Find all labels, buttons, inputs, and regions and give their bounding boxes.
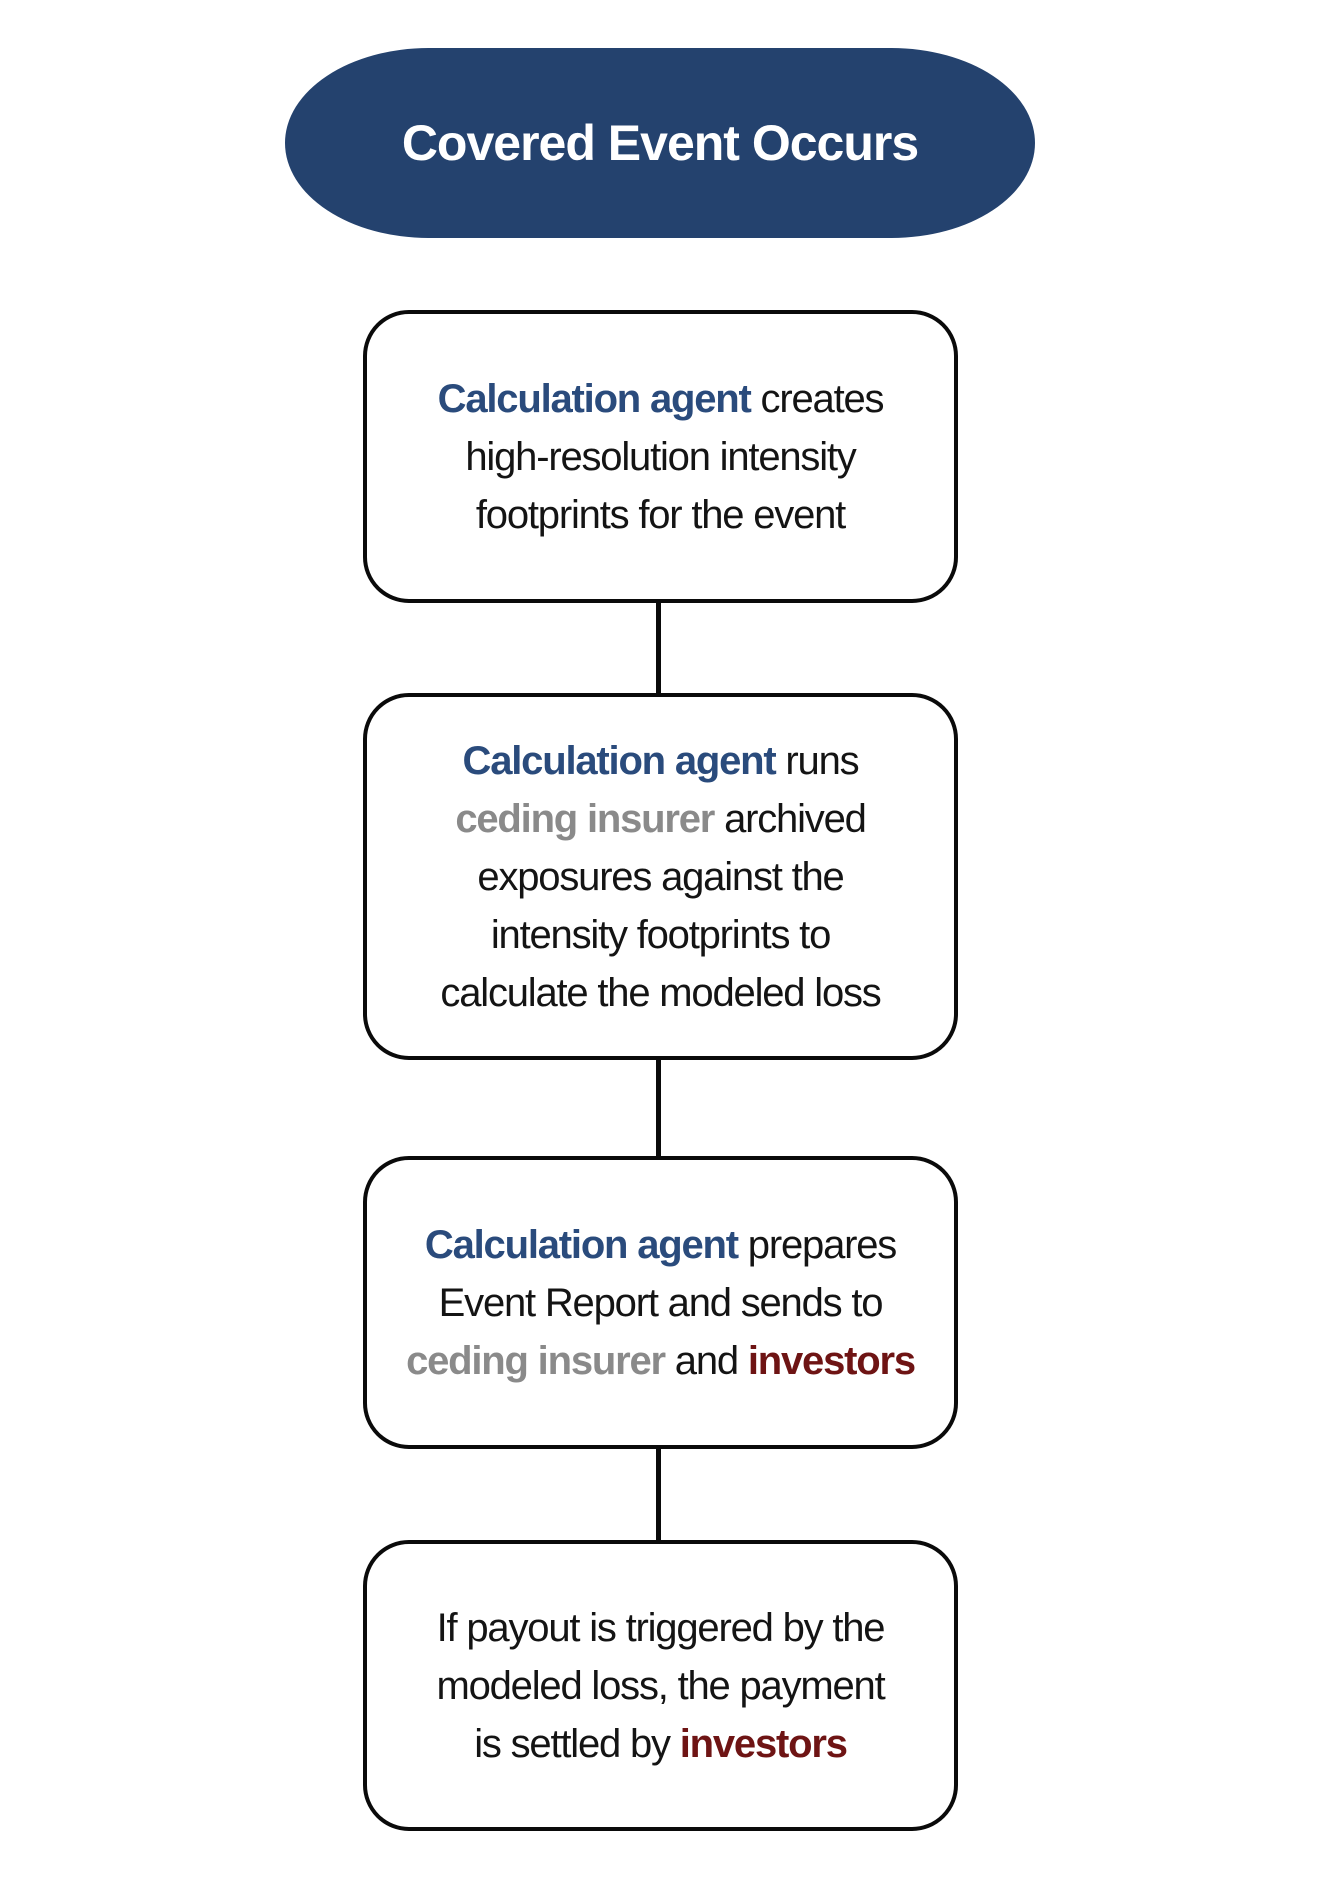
text-segment-blue: Calculation agent — [437, 376, 752, 421]
text-segment-plain: Event Report and sends to — [438, 1280, 884, 1325]
text-segment-plain: archived — [714, 796, 867, 841]
text-line: modeled loss, the payment — [436, 1657, 885, 1715]
text-line: calculate the modeled loss — [440, 964, 881, 1022]
step-box-settle-payment: If payout is triggered by the modeled los… — [363, 1540, 958, 1831]
text-line: high-resolution intensity — [465, 428, 856, 486]
text-line: footprints for the event — [475, 486, 846, 544]
text-segment-plain: If payout is triggered by the — [436, 1605, 886, 1650]
text-line: Calculation agent creates — [437, 370, 885, 428]
text-line: ceding insurer and investors — [406, 1332, 916, 1390]
text-segment-gray: ceding insurer — [455, 796, 715, 841]
text-segment-plain: runs — [775, 738, 859, 783]
text-line: ceding insurer archived — [455, 790, 867, 848]
text-segment-gray: ceding insurer — [406, 1338, 666, 1383]
start-node-label: Covered Event Occurs — [401, 115, 919, 171]
connector-line-1 — [656, 601, 661, 697]
text-segment-maroon: investors — [747, 1338, 916, 1383]
text-line: Calculation agent runs — [462, 732, 860, 790]
connector-line-2 — [656, 1058, 661, 1160]
connector-line-3 — [656, 1447, 661, 1544]
text-segment-plain: modeled loss, the payment — [436, 1663, 885, 1708]
step-box-create-footprints: Calculation agent creates high-resolution… — [363, 310, 958, 603]
text-line: If payout is triggered by the — [436, 1599, 886, 1657]
text-segment-blue: Calculation agent — [462, 738, 777, 783]
text-segment-plain: exposures against the — [477, 854, 844, 899]
text-line: exposures against the — [477, 848, 844, 906]
text-line: Event Report and sends to — [438, 1274, 884, 1332]
text-segment-plain: prepares — [737, 1222, 897, 1267]
start-node: Covered Event Occurs — [285, 48, 1035, 238]
text-segment-plain: creates — [750, 376, 885, 421]
text-segment-plain: intensity footprints to — [490, 912, 831, 957]
text-line: is settled by investors — [474, 1715, 848, 1773]
text-line: Calculation agent prepares — [424, 1216, 897, 1274]
text-segment-plain: calculate the modeled loss — [440, 970, 881, 1015]
text-segment-blue: Calculation agent — [424, 1222, 739, 1267]
text-segment-plain: footprints for the event — [475, 492, 846, 537]
text-segment-plain: high-resolution intensity — [465, 434, 856, 479]
text-line: intensity footprints to — [490, 906, 831, 964]
text-segment-plain: and — [664, 1338, 748, 1383]
text-segment-maroon: investors — [679, 1721, 848, 1766]
text-segment-plain: is settled by — [474, 1721, 680, 1766]
